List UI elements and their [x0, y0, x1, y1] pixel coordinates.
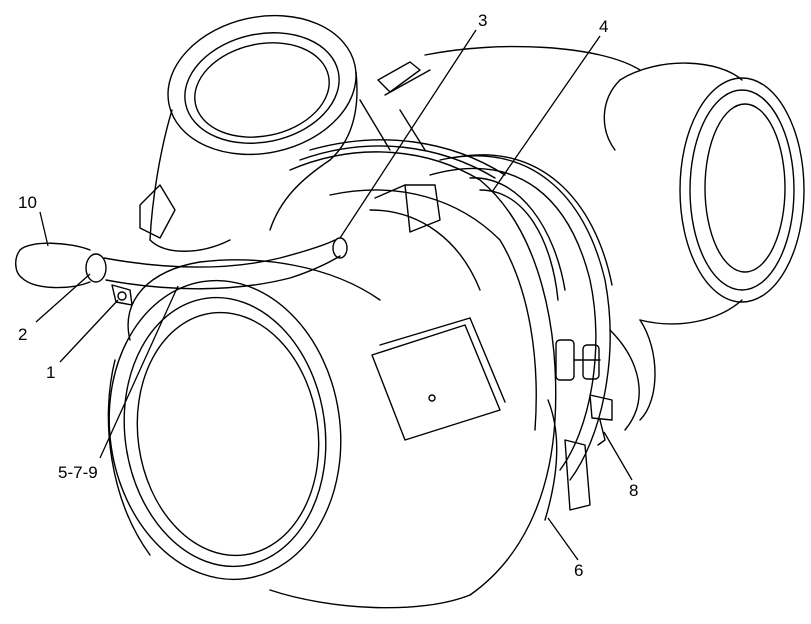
callout-4: 4: [599, 17, 608, 36]
callout-1: 1: [46, 363, 55, 382]
callout-2: 2: [18, 325, 27, 344]
turbine-housing: [424, 45, 805, 431]
callout-6: 6: [574, 561, 583, 580]
compressor-inlet-elbow: [149, 14, 431, 252]
leader-lines: [35, 29, 633, 561]
compressor-housing: [107, 139, 557, 609]
callout-8: 8: [629, 481, 638, 500]
callout-3: 3: [478, 11, 487, 30]
callout-labels: 1 2 3 4 5-7-9 6 8 10: [18, 11, 638, 580]
tube-assembly: [15, 184, 348, 306]
callout-5-7-9: 5-7-9: [58, 463, 98, 482]
callout-10: 10: [18, 193, 37, 212]
